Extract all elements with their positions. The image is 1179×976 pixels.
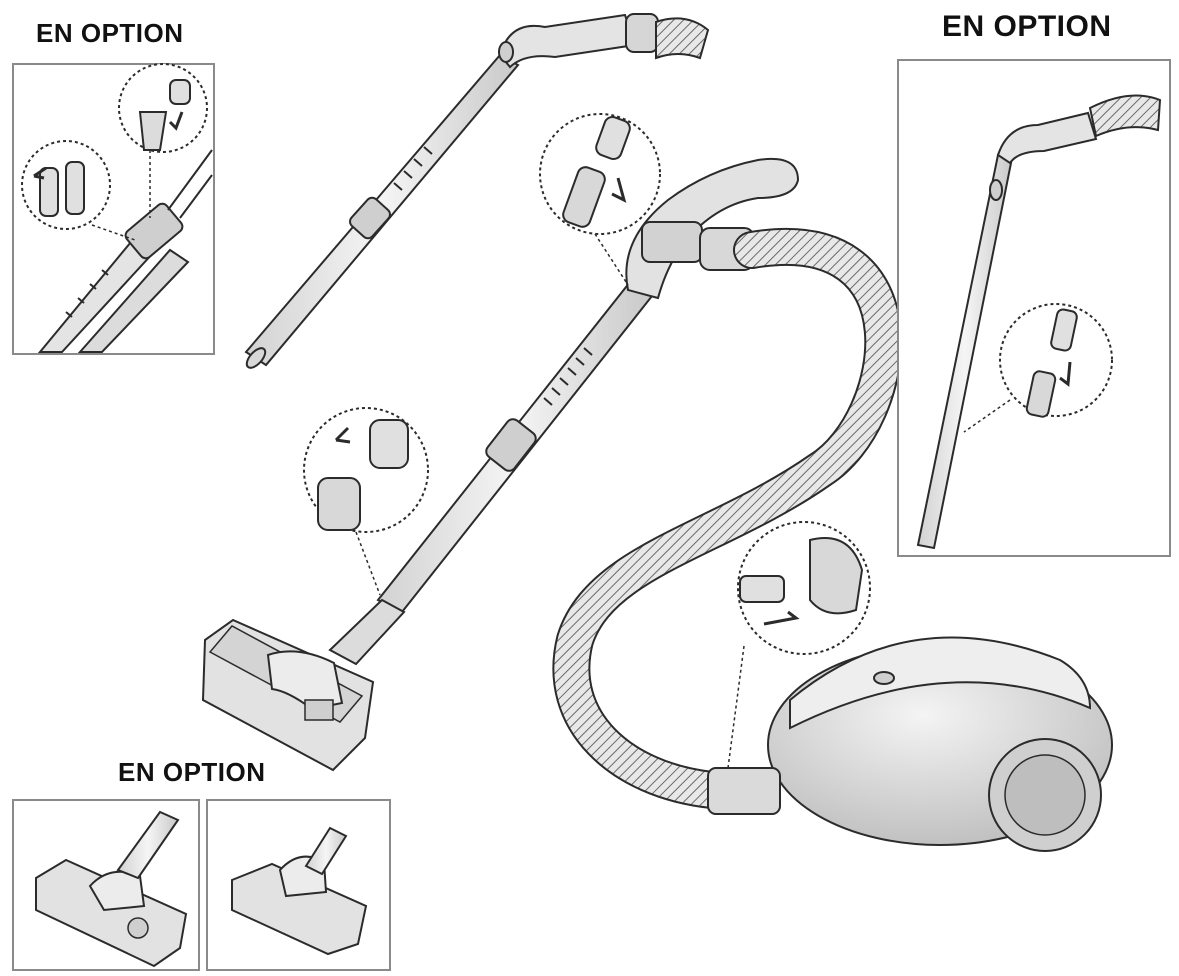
zoom-hose-connector [727,521,871,769]
twin-tube-clip [37,149,213,353]
zoom-detail [21,63,208,241]
canister-body [707,636,1113,852]
option-panel-top-left [12,63,215,355]
zoom-lower-wand [303,407,429,596]
option-label-bottom-left: EN OPTION [118,757,266,787]
option-label-top-right: EN OPTION [942,10,1112,43]
option-label-top-left: EN OPTION [36,18,184,48]
option-panel-top-right [897,59,1171,557]
floor-nozzle [201,598,406,772]
extension-wand-top [244,13,710,369]
option-panel-bottom-left-2 [206,799,391,971]
option-panel-bottom-left-1 [12,799,200,971]
zoom-top-handle [539,113,661,286]
